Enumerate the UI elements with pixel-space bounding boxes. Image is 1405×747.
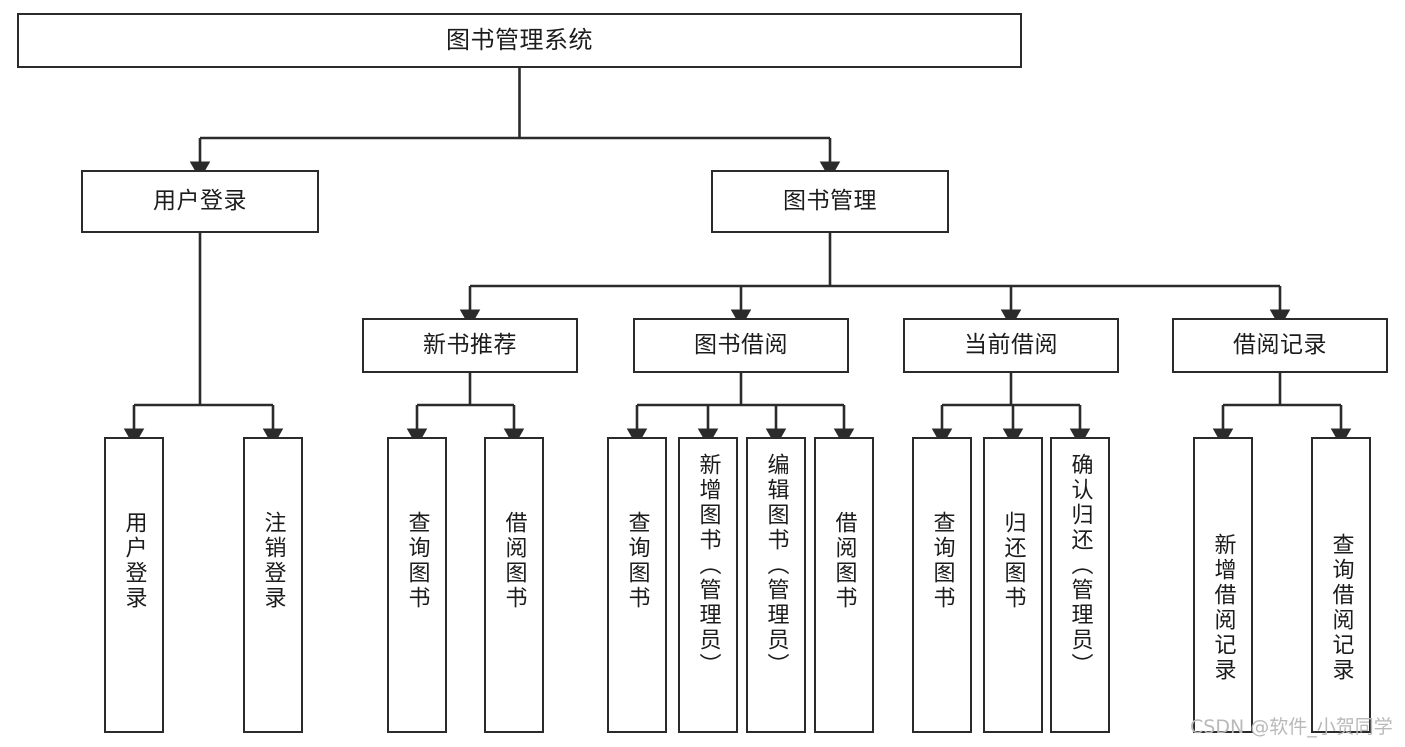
node-leaf-4[interactable]: 借阅图书 <box>484 437 544 733</box>
node-leaf-8[interactable]: 借阅图书 <box>814 437 874 733</box>
node-current-borrow[interactable]: 当前借阅 <box>903 318 1119 373</box>
node-borrow-record[interactable]: 借阅记录 <box>1172 318 1388 373</box>
node-label: 借阅图书 <box>831 511 857 611</box>
node-label: 新增图书（管理员） <box>695 453 721 678</box>
node-label: 图书借阅 <box>694 331 788 358</box>
node-leaf-12[interactable]: 新增借阅记录 <box>1193 437 1253 733</box>
node-label: 确认归还（管理员） <box>1067 453 1093 678</box>
node-leaf-10[interactable]: 归还图书 <box>983 437 1043 733</box>
node-label: 当前借阅 <box>964 331 1058 358</box>
node-leaf-7[interactable]: 编辑图书（管理员） <box>746 437 806 733</box>
node-leaf-2[interactable]: 注销登录 <box>243 437 303 733</box>
node-label: 图书管理 <box>783 187 877 214</box>
node-leaf-3[interactable]: 查询图书 <box>387 437 447 733</box>
node-leaf-9[interactable]: 查询图书 <box>912 437 972 733</box>
node-leaf-13[interactable]: 查询借阅记录 <box>1311 437 1371 733</box>
node-leaf-11[interactable]: 确认归还（管理员） <box>1050 437 1110 733</box>
node-label: 新增借阅记录 <box>1210 533 1236 683</box>
node-label: 用户登录 <box>121 511 147 611</box>
node-label: 查询图书 <box>624 511 650 611</box>
node-book-manage[interactable]: 图书管理 <box>711 170 949 233</box>
node-label: 编辑图书（管理员） <box>763 453 789 678</box>
node-user-login[interactable]: 用户登录 <box>81 170 319 233</box>
node-label: 查询借阅记录 <box>1328 533 1354 683</box>
node-root[interactable]: 图书管理系统 <box>17 13 1022 68</box>
node-new-book-rec[interactable]: 新书推荐 <box>362 318 578 373</box>
node-label: 借阅图书 <box>501 511 527 611</box>
node-label: 新书推荐 <box>423 331 517 358</box>
node-label: 借阅记录 <box>1233 331 1327 358</box>
node-leaf-5[interactable]: 查询图书 <box>607 437 667 733</box>
node-label: 图书管理系统 <box>446 26 593 55</box>
node-label: 用户登录 <box>153 187 247 214</box>
node-label: 查询图书 <box>929 511 955 611</box>
node-label: 注销登录 <box>260 511 286 611</box>
watermark: CSDN @软件_小贺同学 <box>1190 716 1393 738</box>
node-label: 查询图书 <box>404 511 430 611</box>
node-book-borrow[interactable]: 图书借阅 <box>633 318 849 373</box>
node-label: 归还图书 <box>1000 511 1026 611</box>
node-leaf-1[interactable]: 用户登录 <box>104 437 164 733</box>
node-leaf-6[interactable]: 新增图书（管理员） <box>678 437 738 733</box>
